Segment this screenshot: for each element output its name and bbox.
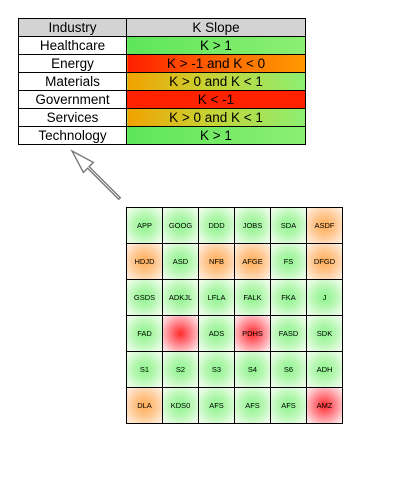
table-row: Technology K > 1 <box>18 126 306 145</box>
heatmap-cell: AFGE <box>235 244 271 280</box>
heatmap-cell: AFS <box>271 388 307 424</box>
heatmap-cell: FKA <box>271 280 307 316</box>
heatmap-cell: LFLA <box>199 280 235 316</box>
heatmap-cell: S6 <box>271 352 307 388</box>
heatmap-cell: AFS <box>235 388 271 424</box>
k-slope-table: Industry K Slope Healthcare K > 1 Energy… <box>18 18 306 145</box>
k-slope-cell: K > 1 <box>126 126 306 145</box>
heatmap-cell: APP <box>127 208 163 244</box>
table-row: Energy K > -1 and K < 0 <box>18 54 306 73</box>
heatmap-cell: PDHS <box>235 316 271 352</box>
heatmap-cell: GSDS <box>127 280 163 316</box>
table-row: Healthcare K > 1 <box>18 36 306 55</box>
table-row: Government K < -1 <box>18 90 306 109</box>
heatmap-cell: DLA <box>127 388 163 424</box>
heatmap-cell: AMZ <box>307 388 343 424</box>
heatmap-cell: S1 <box>127 352 163 388</box>
industry-cell: Services <box>18 108 127 127</box>
industry-cell: Materials <box>18 72 127 91</box>
heatmap-cell: HDJD <box>127 244 163 280</box>
heatmap-cell: NFB <box>199 244 235 280</box>
industry-cell: Technology <box>18 126 127 145</box>
heatmap-cell: ADH <box>307 352 343 388</box>
heatmap-cell: FALK <box>235 280 271 316</box>
industry-cell: Healthcare <box>18 36 127 55</box>
heatmap-cell: SDK <box>307 316 343 352</box>
header-industry: Industry <box>18 18 127 37</box>
k-slope-cell: K > -1 and K < 0 <box>126 54 306 73</box>
heatmap-cell: DFGD <box>307 244 343 280</box>
heatmap-cell: S2 <box>163 352 199 388</box>
heatmap-cell: DDD <box>199 208 235 244</box>
heatmap-cell: ADKJL <box>163 280 199 316</box>
heatmap-cell <box>163 316 199 352</box>
heatmap-cell: SDA <box>271 208 307 244</box>
heatmap-cell: J <box>307 280 343 316</box>
heatmap-cell: JOBS <box>235 208 271 244</box>
heatmap-cell: S4 <box>235 352 271 388</box>
heatmap-cell: ASDF <box>307 208 343 244</box>
industry-cell: Government <box>18 90 127 109</box>
heatmap-cell: FAD <box>127 316 163 352</box>
heatmap-cell: GOOG <box>163 208 199 244</box>
table-row: Services K > 0 and K < 1 <box>18 108 306 127</box>
header-k-slope: K Slope <box>126 18 306 37</box>
heatmap-cell: ADS <box>199 316 235 352</box>
heatmap-cell: S3 <box>199 352 235 388</box>
heatmap-cell: FS <box>271 244 307 280</box>
industry-cell: Energy <box>18 54 127 73</box>
table-header-row: Industry K Slope <box>18 18 306 37</box>
heatmap-cell: AFS <box>199 388 235 424</box>
heatmap-cell: KDS0 <box>163 388 199 424</box>
heatmap-cell: FASD <box>271 316 307 352</box>
heatmap-cell: ASD <box>163 244 199 280</box>
